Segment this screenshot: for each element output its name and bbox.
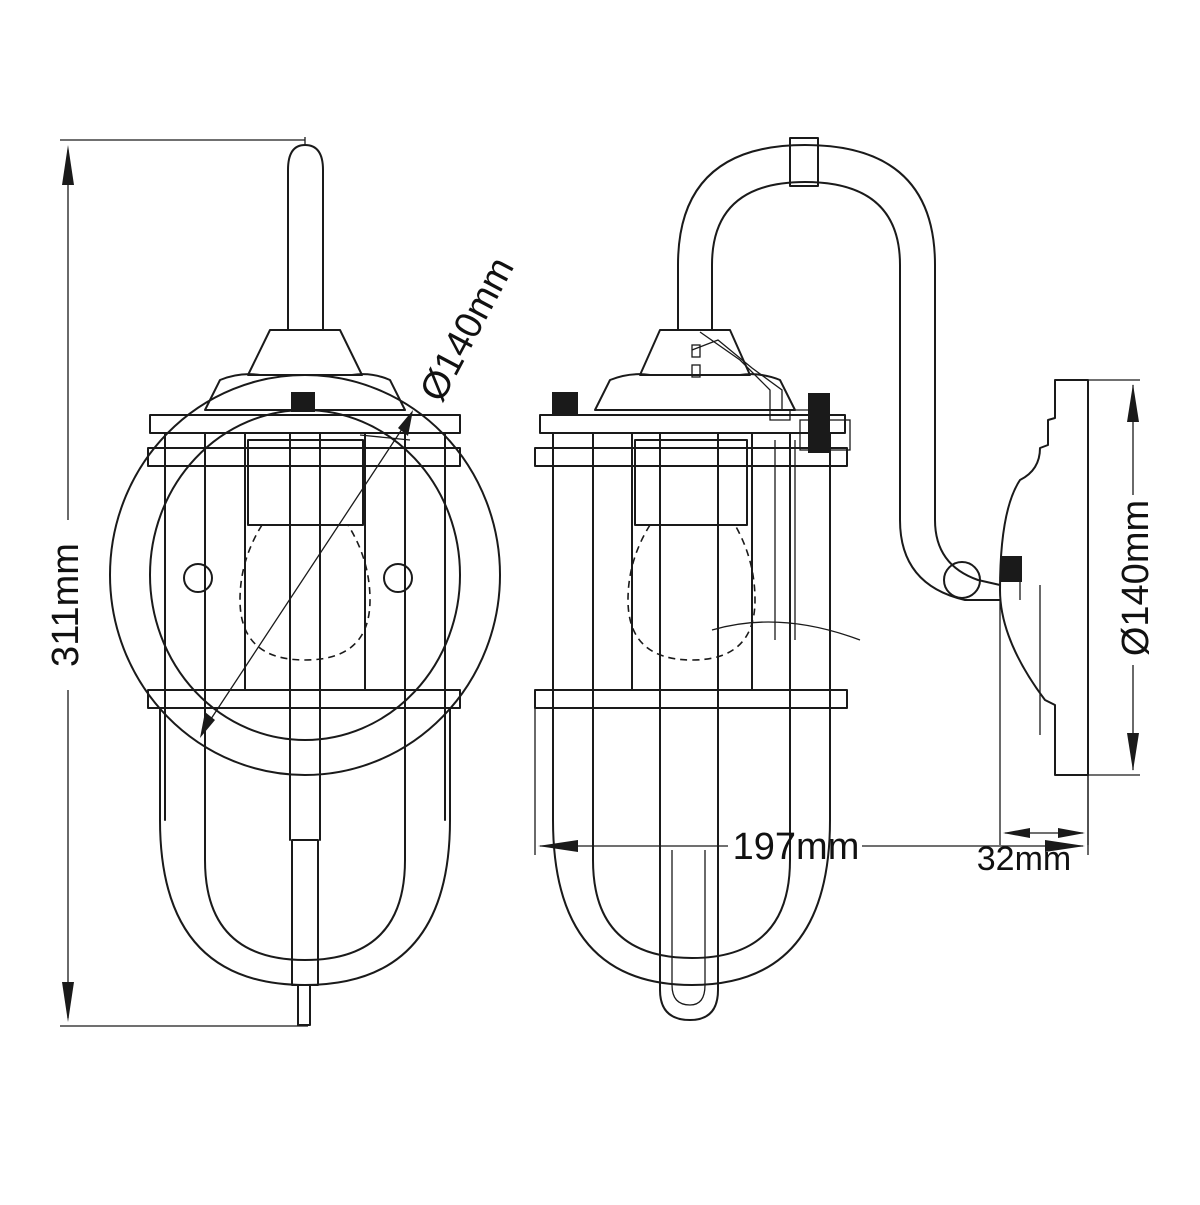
front-view [109, 137, 501, 1026]
backplate [999, 379, 1089, 776]
projection-label: 197mm [733, 826, 860, 868]
depth-dimension [999, 600, 1089, 845]
front-diameter-label: Ø140mm [412, 251, 522, 409]
backplate-diameter-label: Ø140mm [1115, 500, 1157, 656]
height-label: 311mm [45, 543, 87, 667]
projection-dimension [534, 708, 1089, 855]
height-dimension [60, 139, 308, 1027]
backplate-diameter-dimension [1088, 379, 1140, 776]
side-view [534, 137, 1022, 1021]
